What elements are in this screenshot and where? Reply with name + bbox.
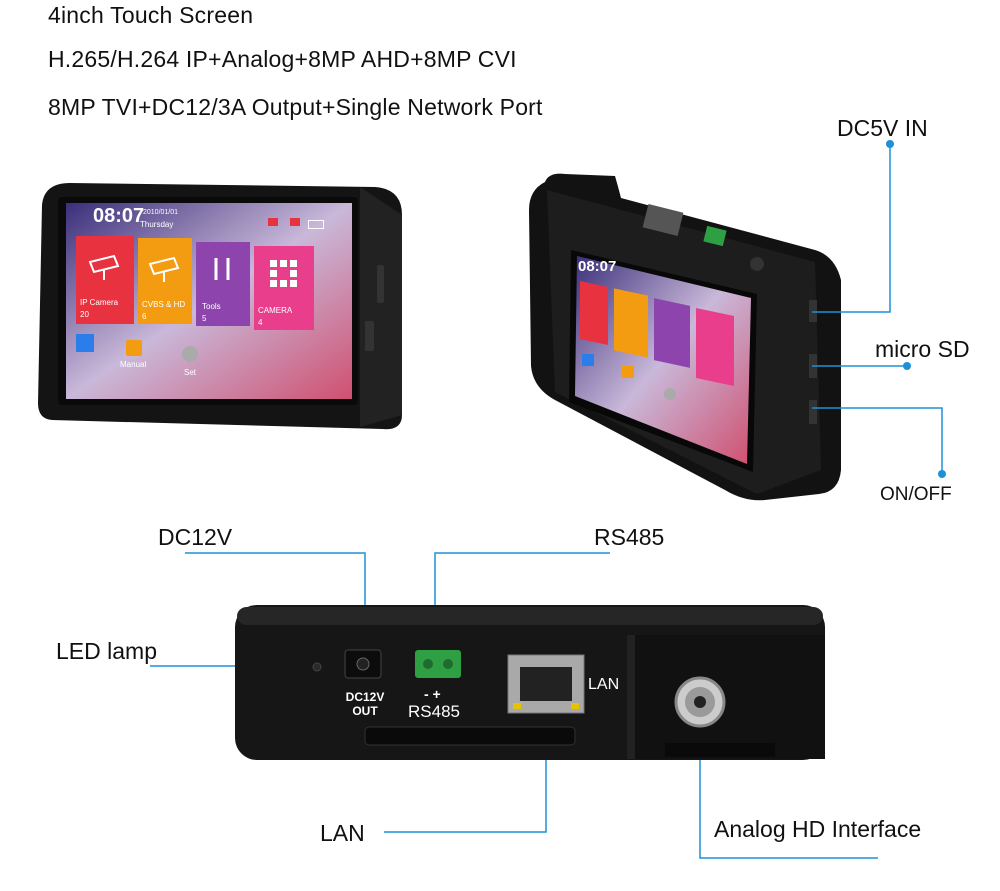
panel-dc12v-out-label: DC12V OUT xyxy=(342,690,388,718)
callout-led-lamp: LED lamp xyxy=(56,638,157,664)
tile-count: 20 xyxy=(80,310,89,319)
callout-micro-sd: micro SD xyxy=(875,336,970,362)
screen-time-rear: 08:07 xyxy=(578,258,617,275)
grid-icon xyxy=(270,260,297,287)
windows-icon-rear xyxy=(582,354,594,366)
callout-dc5v-in: DC5V IN xyxy=(837,115,928,141)
windows-icon[interactable] xyxy=(76,334,94,352)
tester-rear-view xyxy=(529,173,841,501)
tester-top-panel xyxy=(235,605,825,760)
panel-minus-plus: - + xyxy=(424,686,441,702)
tile-ip-camera[interactable]: IP Camera 20 xyxy=(76,236,134,324)
tile-tools[interactable]: Tools 5 xyxy=(196,242,250,326)
headline-screen: 4inch Touch Screen xyxy=(48,2,254,28)
tile-label: IP Camera xyxy=(80,298,119,307)
screen-date: 2010/01/01 xyxy=(143,209,179,216)
book-icon-rear xyxy=(622,366,634,378)
book-icon[interactable] xyxy=(126,340,142,356)
tile-label: CAMERA xyxy=(258,306,293,315)
status-icon-2 xyxy=(290,218,300,226)
cctv-icon xyxy=(148,256,180,282)
tile-ip-camera-rear xyxy=(580,281,608,345)
set-label: Set xyxy=(184,368,197,377)
tile-count: 6 xyxy=(142,312,147,321)
tile-camera[interactable]: CAMERA 4 xyxy=(254,246,314,330)
gear-icon[interactable] xyxy=(182,346,198,362)
tile-count: 5 xyxy=(202,314,207,323)
headline-codecs: H.265/H.264 IP+Analog+8MP AHD+8MP CVI xyxy=(48,46,517,72)
callout-analog-hd: Analog HD Interface xyxy=(714,816,922,842)
callout-on-off: ON/OFF xyxy=(880,484,952,505)
tile-cvbs-rear xyxy=(614,288,648,358)
panel-rs485-label: RS485 xyxy=(408,702,460,721)
manual-label: Manual xyxy=(120,360,147,369)
status-icon-1 xyxy=(268,218,278,226)
battery-icon xyxy=(308,220,324,229)
headline-outputs: 8MP TVI+DC12/3A Output+Single Network Po… xyxy=(48,94,543,120)
tile-camera-rear xyxy=(696,307,734,387)
tile-tools-rear xyxy=(654,298,690,368)
tile-cvbs-hd[interactable]: CVBS & HD 6 xyxy=(138,238,192,324)
tile-label: CVBS & HD xyxy=(142,300,186,309)
panel-lan-label: LAN xyxy=(588,676,620,693)
callout-dc12v: DC12V xyxy=(158,524,233,550)
screen-weekday: Thursday xyxy=(140,220,174,229)
panel-out-text: OUT xyxy=(352,704,378,718)
panel-dc12v-text: DC12V xyxy=(345,690,385,704)
screen-time: 08:07 xyxy=(93,205,145,227)
gear-icon-rear xyxy=(664,388,676,400)
cctv-icon xyxy=(88,254,120,280)
callout-lan: LAN xyxy=(320,820,365,846)
tile-count: 4 xyxy=(258,318,263,327)
tools-icon xyxy=(214,258,230,280)
callout-rs485: RS485 xyxy=(594,524,665,550)
tile-label: Tools xyxy=(202,302,221,311)
